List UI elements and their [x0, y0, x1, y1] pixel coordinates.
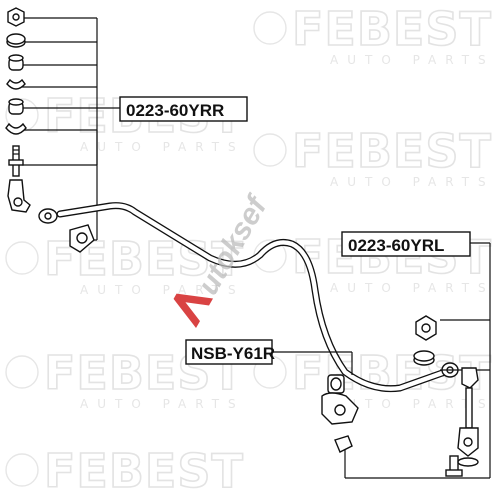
watermark-block-1: FEBEST AUTO PARTS [253, 1, 495, 67]
label-bushing-text: NSB-Y61R [191, 344, 275, 363]
watermark-tagline: AUTO PARTS [330, 175, 495, 189]
bushing-icon [8, 98, 24, 115]
watermark-tagline: AUTO PARTS [80, 283, 245, 297]
washer-icon [6, 33, 26, 48]
left-bar-bushing-icon [69, 224, 95, 253]
watermark-block-8: FEBEST [5, 443, 244, 499]
watermark-ring [253, 11, 287, 45]
cup-washer-icon [6, 78, 26, 90]
bracket-clamp-icon [321, 392, 359, 425]
logo-letter-a-icon [173, 293, 213, 328]
watermark-brand: FEBEST [292, 124, 492, 178]
watermark-ring [5, 453, 39, 487]
stabilizer-bar [38, 202, 459, 393]
link-rod-icon [457, 367, 479, 457]
right-callout-bracket [440, 242, 491, 479]
nut-icon [415, 315, 437, 341]
label-rear-right-link: 0223-60YRR [119, 96, 248, 122]
label-rear-left-link: 0223-60YRL [341, 231, 471, 257]
watermark-tagline: AUTO PARTS [80, 397, 245, 411]
washer-icon [413, 350, 435, 366]
stud-bolt-icon [8, 145, 24, 177]
label-rear-right-link-text: 0223-60YRR [126, 101, 224, 120]
stud-bolt-icon [445, 455, 463, 477]
left-callout-bracket [22, 17, 120, 241]
watermark-ring [5, 355, 39, 389]
washer-icon [457, 457, 479, 467]
watermark-ring [5, 241, 39, 275]
label-rear-left-link-text: 0223-60YRL [348, 236, 444, 255]
bushing-icon [8, 54, 24, 71]
center-bushing-group [272, 351, 465, 479]
watermark-ring [253, 133, 287, 167]
bar-end-eye-icon [38, 208, 58, 224]
watermark-tagline: AUTO PARTS [330, 397, 495, 411]
watermark-brand: FEBEST [44, 444, 244, 498]
label-bushing: NSB-Y61R [185, 339, 275, 365]
right-link-assembly [413, 315, 479, 477]
watermark-tagline: AUTO PARTS [330, 53, 495, 67]
link-rod-icon [7, 179, 31, 213]
watermark-brand: FEBEST [292, 2, 492, 56]
watermark-tagline: AUTO PARTS [330, 281, 495, 295]
cup-washer-icon [5, 122, 27, 135]
watermark-block-3: FEBEST AUTO PARTS [253, 123, 495, 189]
mount-bolt-icon [334, 435, 353, 453]
watermark-tagline: AUTO PARTS [80, 140, 245, 154]
watermark-block-7: FEBEST AUTO PARTS [253, 345, 495, 411]
bushing-icon [327, 374, 345, 394]
nut-icon [7, 7, 25, 27]
left-hardware-stack [5, 7, 31, 213]
